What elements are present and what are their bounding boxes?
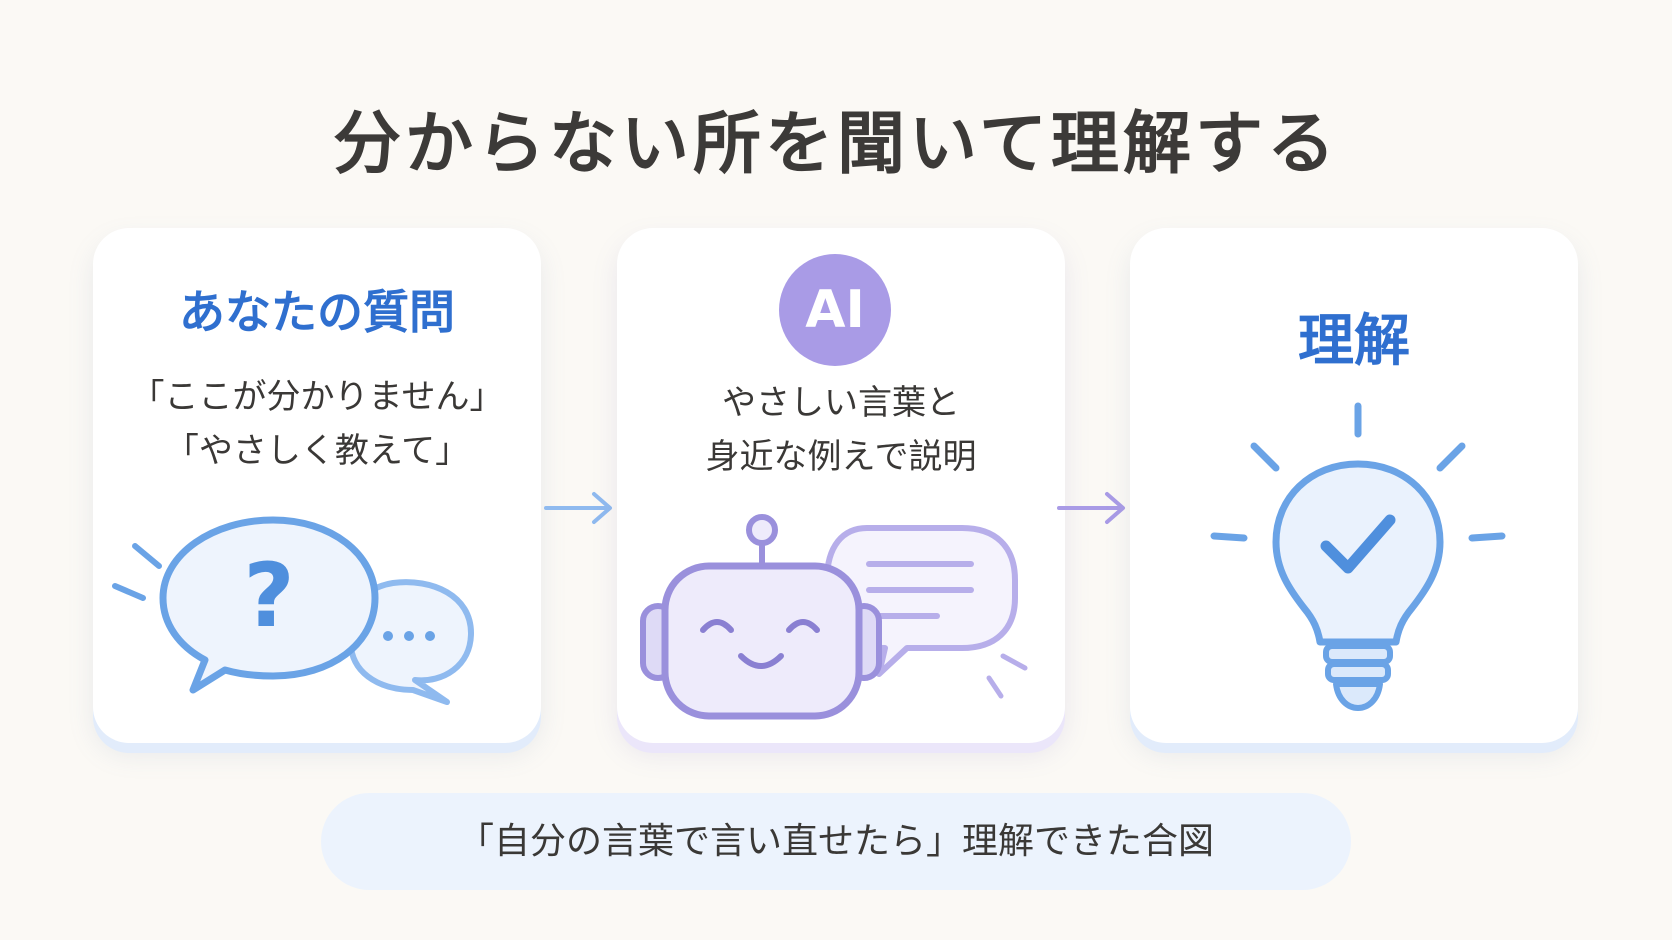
- question-line-2: 「やさしく教えて」: [164, 431, 470, 471]
- lightbulb-illustration: [1210, 402, 1506, 711]
- checkmark-icon: [1320, 514, 1396, 574]
- speech-bubbles-illustration: ?: [112, 516, 474, 705]
- lightbulb-icon: [1272, 460, 1444, 711]
- question-mark-icon: ?: [243, 544, 294, 647]
- question-line-1: 「ここが分かりません」: [130, 377, 504, 417]
- light-rays-icon: [1210, 402, 1506, 542]
- ai-card-text: やさしい言葉と 身近な例えで説明: [617, 376, 1065, 484]
- robot-chat-illustration: [640, 514, 1028, 720]
- footer-note: 「自分の言葉で言い直せたら」理解できた合図: [321, 793, 1351, 890]
- spark-lines-icon: [112, 543, 162, 601]
- understanding-card: 理解: [1130, 228, 1578, 743]
- arrow-right-icon: [544, 492, 612, 524]
- page-title: 分からない所を聞いて理解する: [333, 105, 1339, 184]
- smiling-robot-icon: [640, 514, 882, 720]
- question-card: あなたの質問 「ここが分かりません」 「やさしく教えて」 ?: [93, 228, 541, 743]
- ai-line-2: 身近な例えで説明: [705, 437, 977, 477]
- ai-badge: AI: [779, 254, 891, 366]
- arrow-right-icon: [1057, 492, 1125, 524]
- question-card-heading: あなたの質問: [179, 285, 455, 339]
- question-card-text: 「ここが分かりません」 「やさしく教えて」: [93, 370, 541, 478]
- question-bubble-icon: ?: [159, 516, 379, 694]
- ai-explanation-card: AI やさしい言葉と 身近な例えで説明: [617, 228, 1065, 743]
- understanding-heading: 理解: [1298, 309, 1410, 374]
- ai-line-1: やさしい言葉と: [722, 383, 960, 423]
